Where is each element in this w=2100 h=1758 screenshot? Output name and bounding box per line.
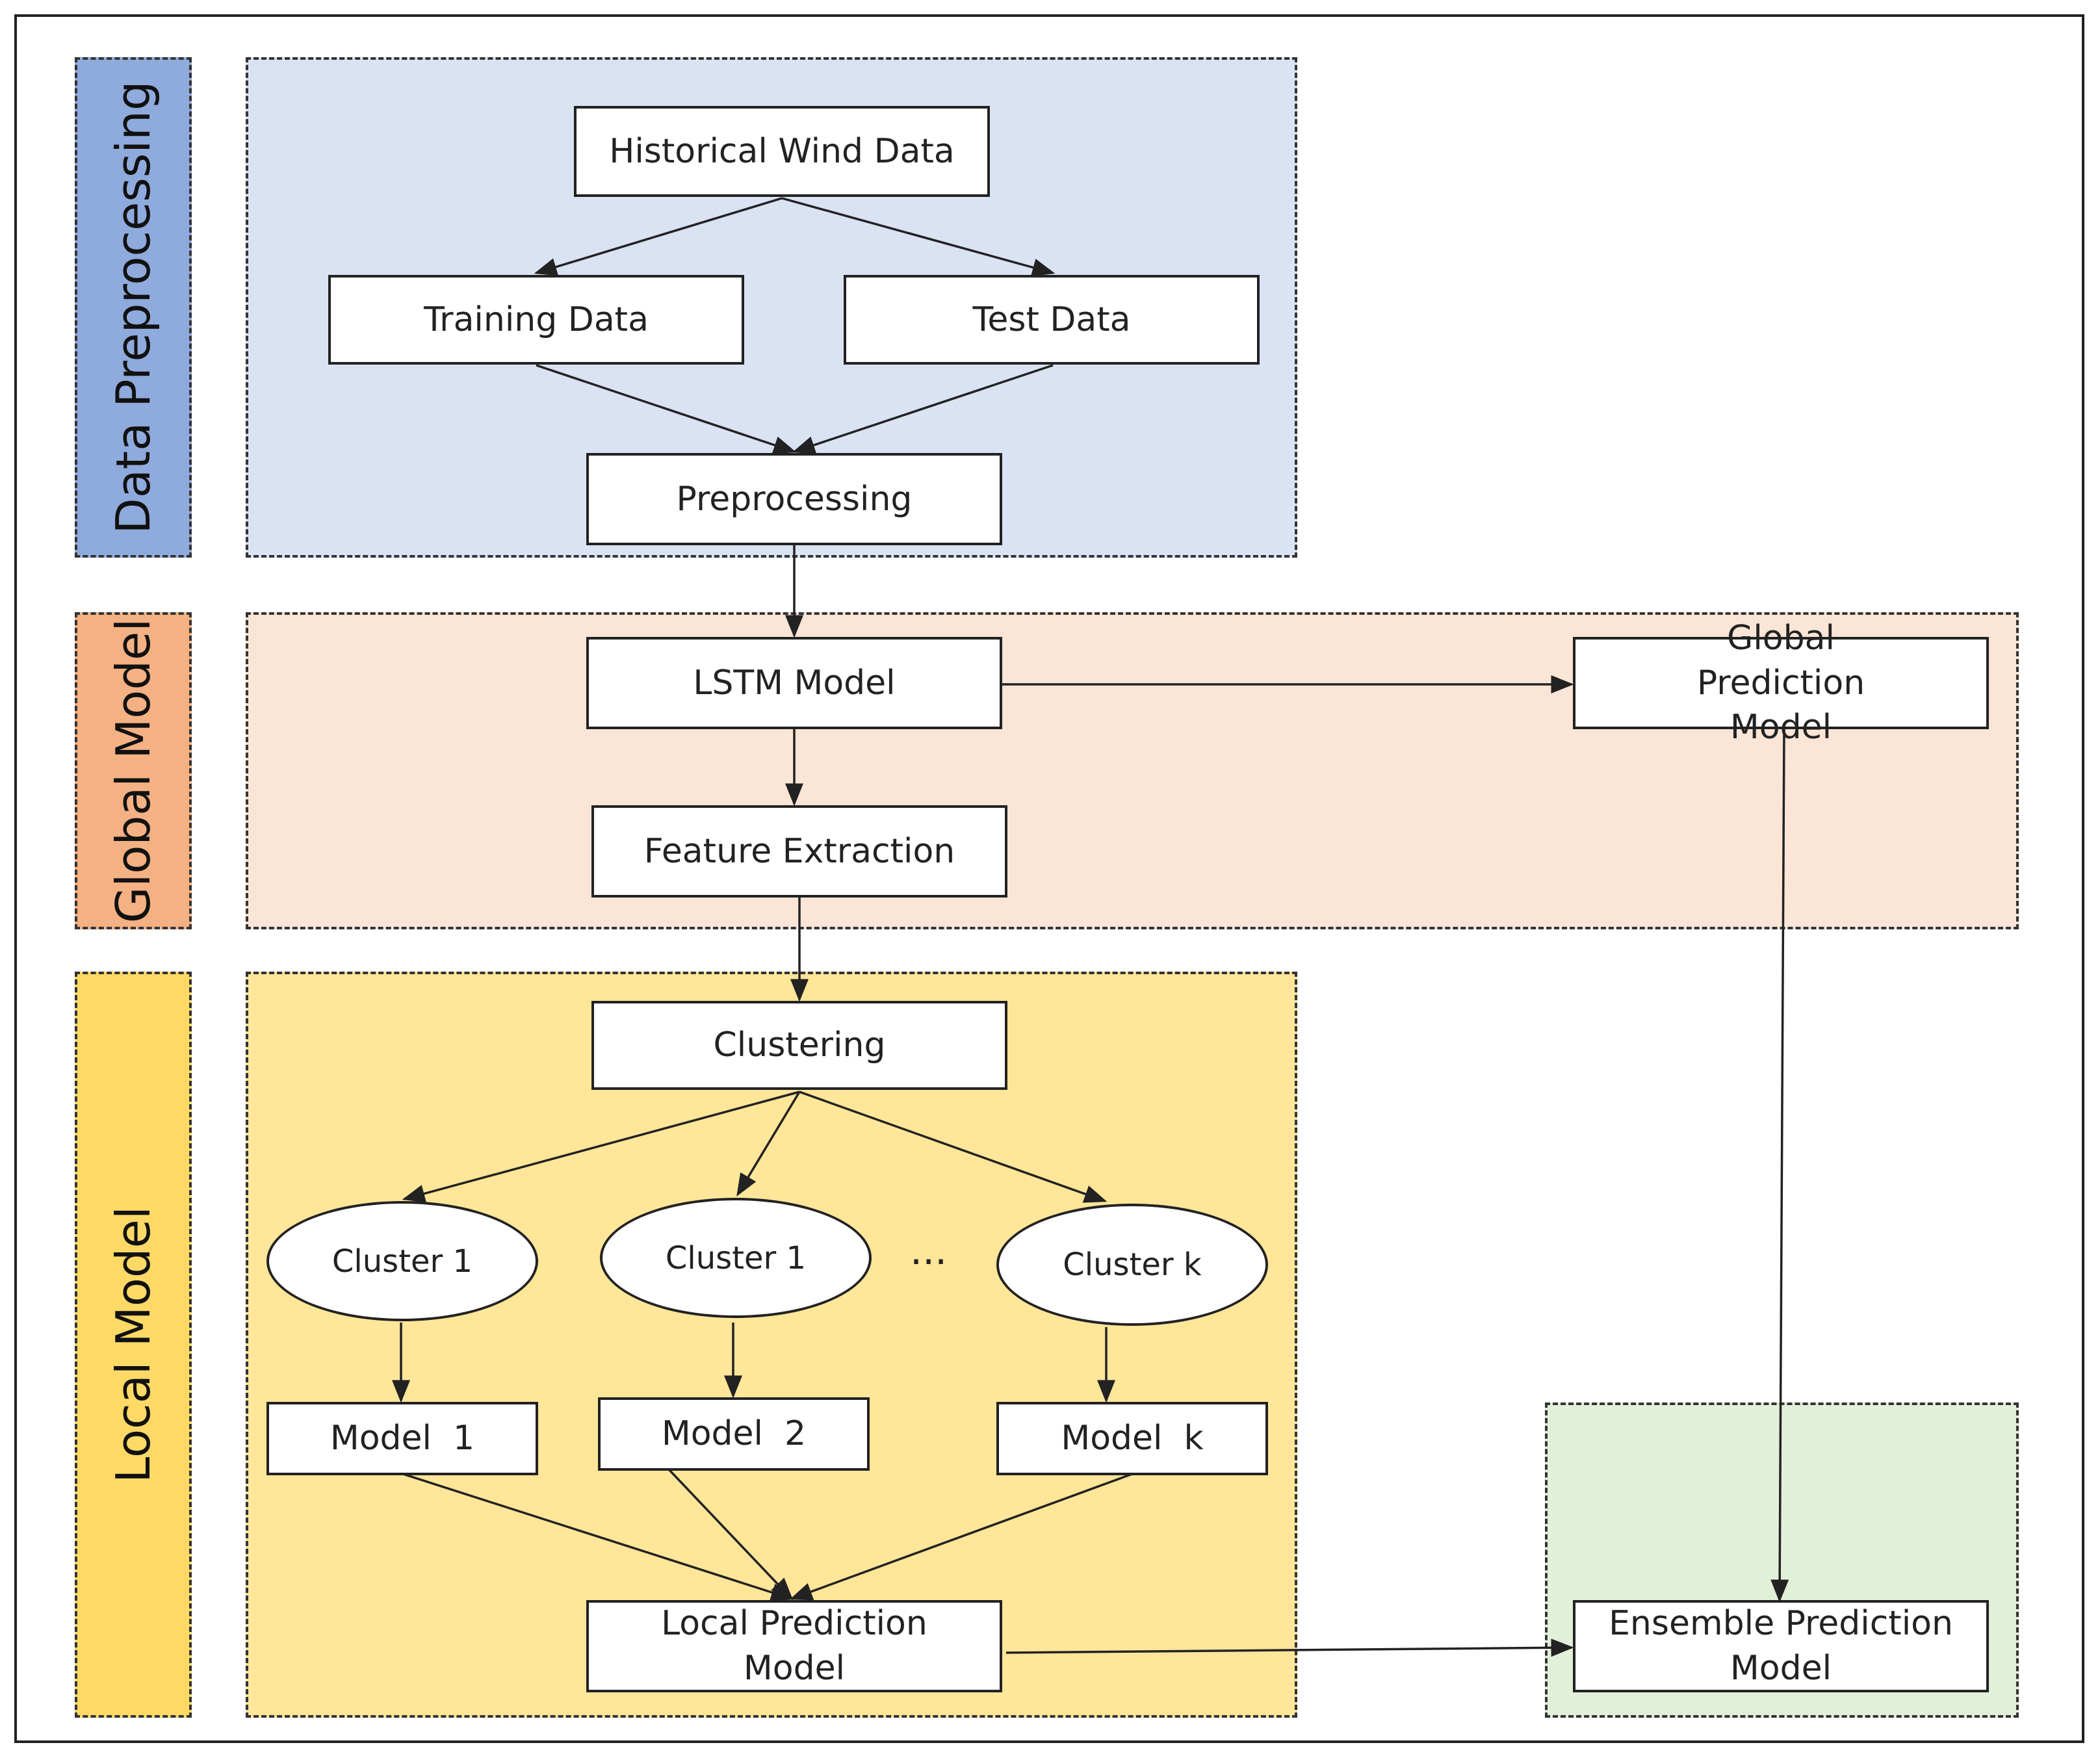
node-label: Model 1 [330,1419,475,1458]
arrow-model-1-to-local-prediction [402,1473,794,1601]
section-label-data-preprocessing: Data Preprocessing [75,57,192,558]
arrow-global-to-ensemble [1770,729,1789,1603]
node-label: Clustering [713,1026,886,1065]
node-label: Cluster 1 [331,1243,473,1280]
model-1-box: Model 1 [266,1402,538,1475]
arrow-test-to-preprocessing [792,364,1054,454]
arrow-wind-to-test [781,197,1056,277]
model-k-box: Model k [996,1402,1268,1475]
arrow-model-k-to-local-prediction [789,1473,1133,1601]
arrow-model-2-to-local-prediction [668,1469,794,1601]
node-label: Feature Extraction [643,831,955,871]
node-label: Model k [1061,1419,1204,1458]
arrow-clustering-to-cluster-k [799,1091,1108,1203]
node-label: Cluster 1 [665,1239,807,1276]
clustering-box: Clustering [591,1001,1007,1090]
node-label: Local Prediction Model [661,1604,927,1688]
node-label: LSTM Model [693,663,896,703]
node-label: Preprocessing [676,479,913,519]
preprocessing-box: Preprocessing [586,453,1002,545]
node-label: Historical Wind Data [609,131,955,171]
arrow-clustering-to-cluster-b [736,1091,801,1196]
cluster-k-ellipse: Cluster k [996,1204,1268,1326]
node-label: Model 2 [661,1414,807,1454]
node-label: Ensemble Prediction Model [1609,1604,1953,1688]
arrow-local-to-ensemble [1005,1638,1574,1657]
training-data-box: Training Data [328,275,744,365]
cluster-ellipsis: ... [910,1228,948,1274]
test-data-box: Test Data [844,275,1260,365]
section-label-local-model: Local Model [75,972,192,1718]
ensemble-prediction-model-box: Ensemble Prediction Model [1573,1600,1989,1692]
lstm-model-box: LSTM Model [586,637,1002,729]
arrow-clustering-to-cluster-a [402,1091,800,1203]
node-label: Cluster k [1063,1247,1202,1283]
section-label-global-model: Global Model [75,612,192,929]
arrow-training-to-preprocessing [536,364,797,454]
global-prediction-model-box: Global Prediction Model [1573,619,1989,747]
local-prediction-model-box: Local Prediction Model [586,1600,1002,1692]
feature-extraction-box: Feature Extraction [591,805,1007,898]
node-label: Global Prediction Model [1696,619,1865,747]
cluster-1-ellipse: Cluster 1 [266,1201,538,1321]
arrow-wind-to-training [534,197,783,276]
node-label: Training Data [424,300,649,339]
historical-wind-data-box: Historical Wind Data [574,106,990,197]
node-label: Test Data [972,300,1131,339]
model-2-box: Model 2 [598,1397,870,1471]
cluster-1-second-ellipse: Cluster 1 [600,1198,872,1318]
